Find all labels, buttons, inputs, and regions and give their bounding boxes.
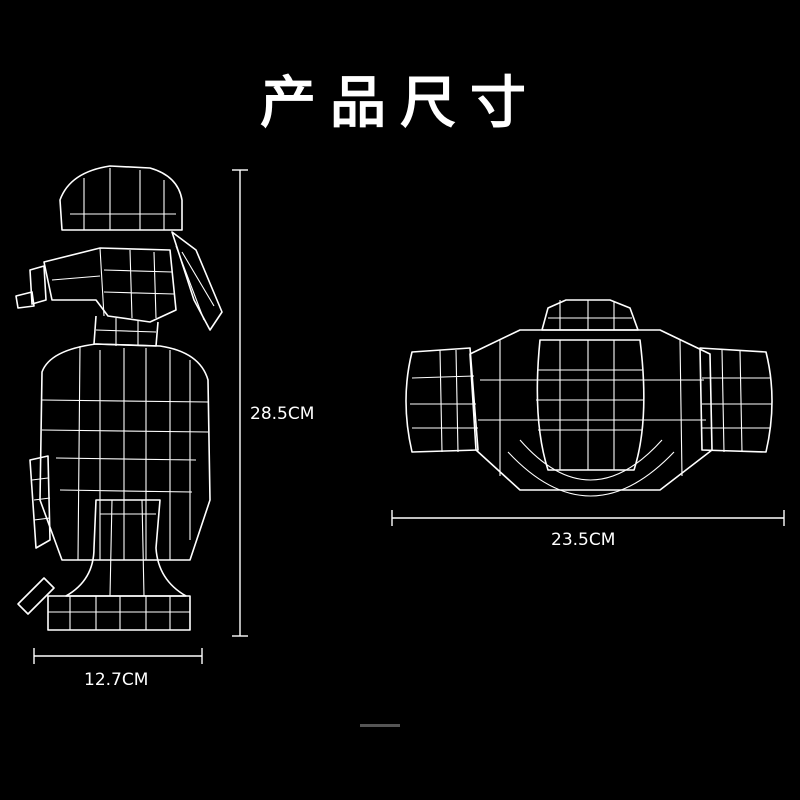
top-width-dimension-line xyxy=(391,510,785,526)
height-label: 28.5CM xyxy=(250,404,315,424)
top-view-drawing xyxy=(405,299,773,497)
front-width-label: 12.7CM xyxy=(84,670,149,690)
page-title: 产品尺寸 xyxy=(260,71,540,136)
scroll-indicator xyxy=(360,724,400,727)
front-width-dimension-line xyxy=(33,648,203,664)
front-view-drawing xyxy=(15,165,223,631)
height-dimension-line xyxy=(232,169,248,637)
top-width-label: 23.5CM xyxy=(551,530,616,550)
